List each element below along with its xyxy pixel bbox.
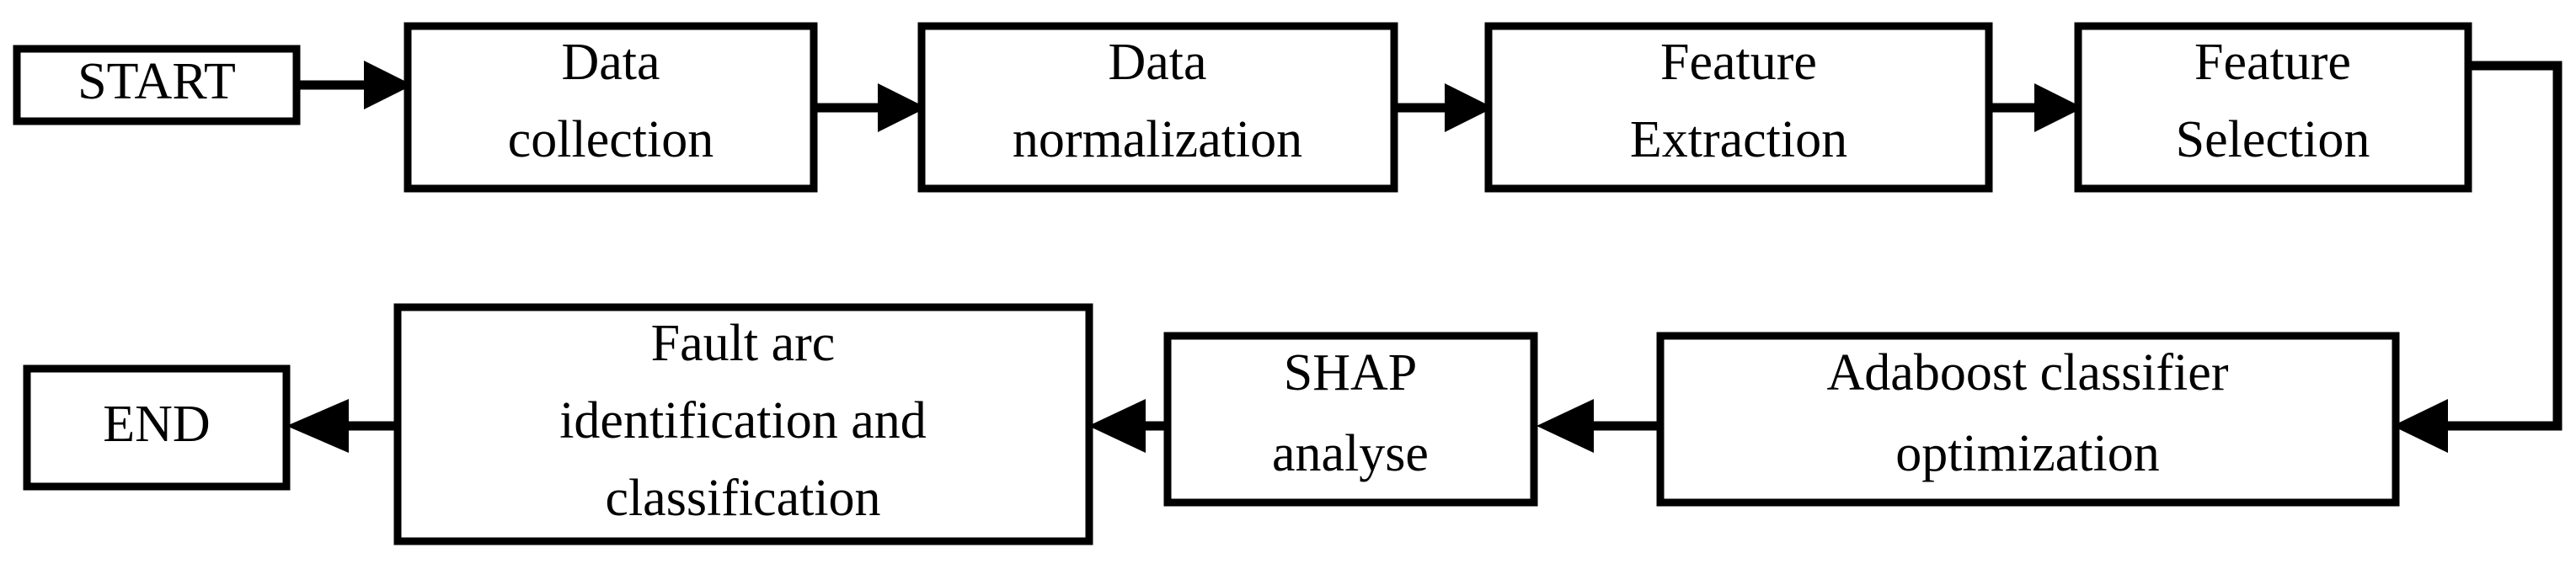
node-feature-extraction[interactable]: Feature Extraction (1484, 22, 1993, 193)
node-shap-box[interactable] (1163, 332, 1538, 507)
edge-data-normalization-to-feature-extraction (1394, 83, 1494, 132)
node-feature-extraction-label-line-2: Extraction (1630, 111, 1847, 168)
node-data-collection-box[interactable] (404, 22, 818, 193)
node-data-normalization-label-line-2: normalization (1013, 111, 1302, 168)
node-data-collection[interactable]: Data collection (404, 22, 818, 193)
node-shap-label-line-1: SHAP (1284, 344, 1418, 401)
node-start[interactable]: START (13, 45, 301, 125)
edge-feature-selection-to-adaboost (2392, 61, 2563, 453)
node-end-label-line-1: END (103, 396, 210, 453)
node-shap-label-line-2: analyse (1272, 425, 1429, 482)
node-feature-selection-box[interactable] (2074, 22, 2472, 193)
node-adaboost-box[interactable] (1656, 332, 2400, 507)
node-start-label-line-1: START (77, 53, 236, 110)
node-end-box[interactable] (23, 364, 291, 491)
node-data-collection-label-line-2: collection (508, 111, 713, 168)
edge-adaboost-to-shap (1537, 399, 1660, 453)
node-feature-extraction-label-line-1: Feature (1660, 34, 1817, 91)
node-fault-arc-label-line-2: identification and (559, 392, 927, 449)
node-adaboost-label-line-1: Adaboost classifier (1827, 344, 2229, 401)
edge-start-to-data-collection (297, 61, 413, 109)
edge-data-collection-to-data-normalization (814, 83, 927, 132)
edge-shap-to-fault-arc (1088, 399, 1168, 453)
node-feature-extraction-box[interactable] (1484, 22, 1993, 193)
node-end[interactable]: END (23, 364, 291, 491)
node-data-normalization-box[interactable] (917, 22, 1398, 193)
node-fault-arc-identification[interactable]: Fault arc identification and classificat… (393, 303, 1093, 545)
edge-fault-arc-to-end (286, 399, 398, 453)
node-feature-selection-label-line-1: Feature (2194, 34, 2351, 91)
node-start-box[interactable] (13, 45, 301, 125)
node-data-normalization-label-line-1: Data (1108, 34, 1206, 91)
node-fault-arc-label-line-1: Fault arc (651, 315, 836, 372)
node-feature-selection[interactable]: Feature Selection (2074, 22, 2472, 193)
node-feature-selection-label-line-2: Selection (2176, 111, 2370, 168)
node-data-normalization[interactable]: Data normalization (917, 22, 1398, 193)
node-adaboost-label-line-2: optimization (1895, 425, 2159, 482)
node-fault-arc-label-line-3: classification (605, 470, 880, 527)
node-data-collection-label-line-1: Data (561, 34, 660, 91)
node-shap-analyse[interactable]: SHAP analyse (1163, 332, 1538, 507)
node-fault-arc-box[interactable] (393, 303, 1093, 545)
node-adaboost-classifier-optimization[interactable]: Adaboost classifier optimization (1656, 332, 2400, 507)
edge-feature-extraction-to-feature-selection (1989, 83, 2083, 132)
